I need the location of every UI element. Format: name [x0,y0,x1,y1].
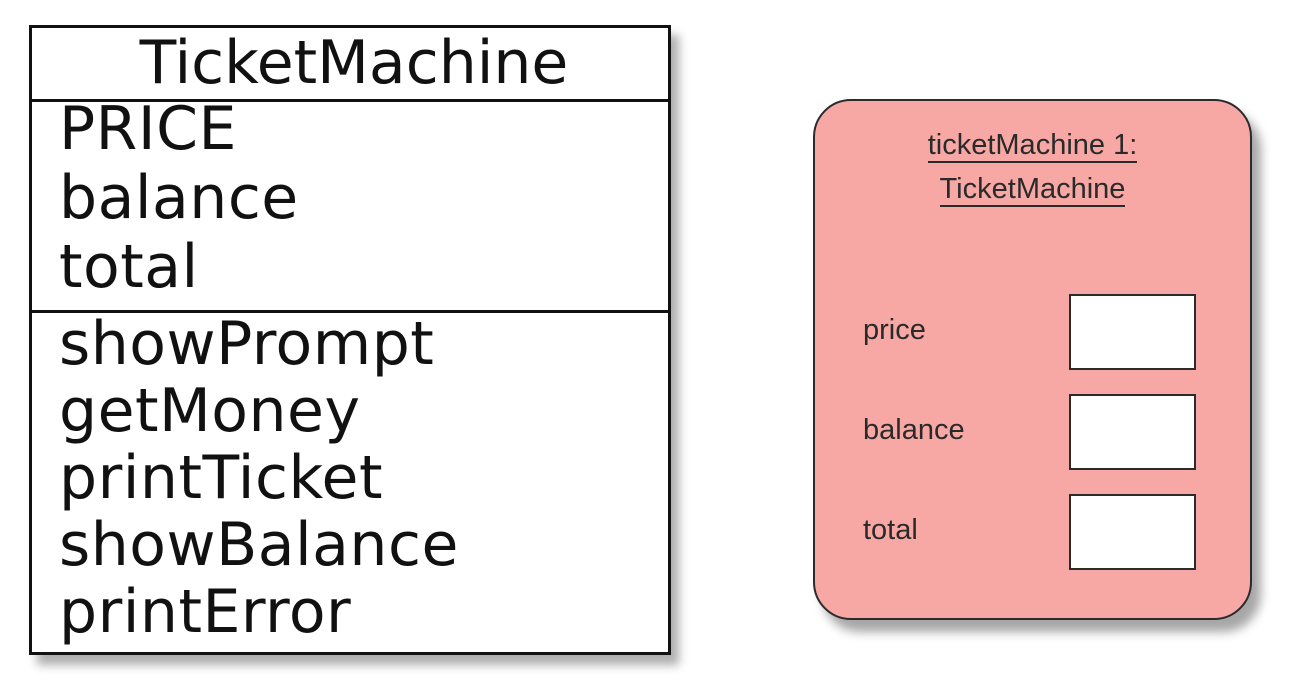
field-row-total: total [815,494,1250,572]
field-label: price [863,314,926,346]
attribute-total: total [59,232,199,302]
field-value-box [1069,294,1196,370]
field-value-box [1069,394,1196,470]
field-value-box [1069,494,1196,570]
field-row-price: price [815,294,1250,372]
attribute-balance: balance [59,163,299,233]
field-row-balance: balance [815,394,1250,472]
uml-class-box: TicketMachine PRICE balance total showPr… [29,25,671,655]
field-label: total [863,514,918,546]
method-get-money: getMoney [59,376,361,446]
method-show-balance: showBalance [59,510,459,580]
object-instance-box: ticketMachine 1: TicketMachine price bal… [813,99,1252,620]
method-print-ticket: printTicket [59,443,383,513]
method-print-error: printError [59,577,352,647]
method-section: showPrompt getMoney printTicket showBala… [32,309,668,652]
object-title: ticketMachine 1: TicketMachine [815,123,1250,211]
attribute-section: PRICE balance total [32,95,668,313]
attribute-price: PRICE [59,94,237,164]
object-title-instance: ticketMachine 1: [927,129,1138,163]
class-name: TicketMachine [32,28,668,102]
method-show-prompt: showPrompt [59,309,435,379]
object-title-class: TicketMachine [939,173,1126,207]
field-label: balance [863,414,965,446]
